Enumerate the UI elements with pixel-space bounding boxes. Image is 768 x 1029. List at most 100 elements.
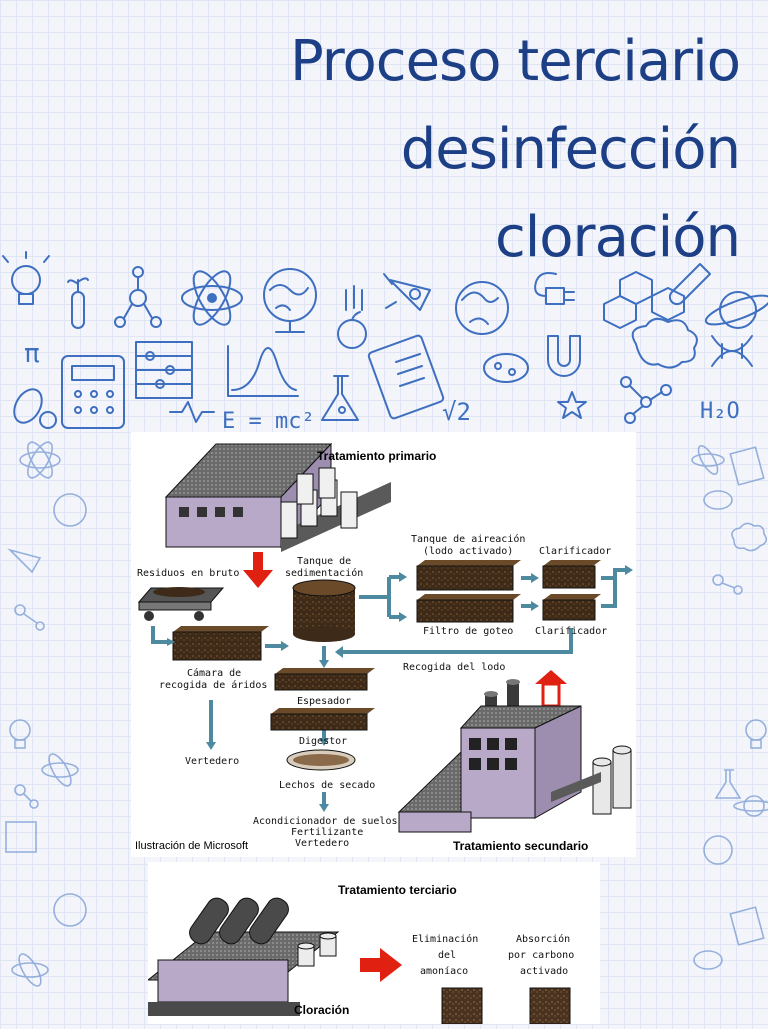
lightbulb-icon xyxy=(2,251,50,305)
digester-label: Digestor xyxy=(299,736,347,747)
secondary-treatment-header: Tratamiento secundario xyxy=(453,839,588,853)
clarifier-bottom-label: Clarificador xyxy=(535,626,607,637)
atom-icon xyxy=(11,953,49,987)
tertiary-diagram: Tratamiento terciario Eliminación del am… xyxy=(146,883,574,1025)
atom-icon xyxy=(181,270,243,326)
primary-treatment-header: Tratamiento primario xyxy=(317,449,436,463)
carbon-label-3: activado xyxy=(520,966,568,977)
title-line-3: cloración xyxy=(494,205,741,270)
ammonia-label-3: amoníaco xyxy=(420,965,468,977)
document-icon xyxy=(729,906,765,946)
water-formula: H₂O xyxy=(700,399,740,424)
brain-icon xyxy=(731,522,768,552)
brain-icon xyxy=(631,317,698,369)
planet-icon xyxy=(704,291,768,329)
science-doodle-band: π E = mc² √2 H₂O xyxy=(2,251,768,434)
flow-arrowheads xyxy=(167,565,633,812)
thickener-label: Espesador xyxy=(297,696,351,707)
carbon-absorption-column xyxy=(529,987,571,1025)
sludge-return-arrow xyxy=(535,670,567,708)
drying-beds-label: Lechos de secado xyxy=(279,780,375,791)
molecule-icon xyxy=(712,574,743,595)
right-doodles xyxy=(691,445,768,970)
clarifier-bottom xyxy=(542,594,601,621)
page-title: Proceso terciario desinfección cloración xyxy=(20,18,741,282)
soil-conditioner-label: Acondicionador de suelos xyxy=(253,816,398,827)
carbon-label-2: por carbono xyxy=(508,950,574,961)
rocket-icon xyxy=(7,548,42,574)
globe-icon xyxy=(263,268,317,333)
hexagon-molecule-icon xyxy=(603,271,685,329)
grit-chamber-label-2: recogida de áridos xyxy=(159,679,267,691)
abacus-icon xyxy=(135,341,193,399)
clarifier-top xyxy=(542,560,601,589)
magnet-icon xyxy=(547,335,581,377)
sedimentation-label-2: sedimentación xyxy=(285,567,363,579)
grit-chamber xyxy=(172,626,269,661)
document-icon xyxy=(729,446,765,486)
aeration-tank xyxy=(416,560,521,591)
plug-icon xyxy=(534,272,575,305)
abacus-icon xyxy=(5,821,37,853)
treatment-diagram: Tratamiento primario Residuos en bruto T… xyxy=(135,442,633,853)
sedimentation-tank xyxy=(292,579,356,642)
flask-icon xyxy=(321,375,359,421)
ammonia-removal-column xyxy=(441,987,483,1025)
rocket-icon xyxy=(383,273,431,311)
aeration-label-1: Tanque de aireación xyxy=(411,533,525,545)
molecule-icon xyxy=(114,266,162,328)
treatment-diagram-panel: Tratamiento primario Residuos en bruto T… xyxy=(131,432,636,857)
lightbulb-icon xyxy=(9,719,31,749)
test-tube-plant-icon xyxy=(67,277,89,329)
title-line-2: desinfección xyxy=(400,117,741,182)
falling-apple-icon xyxy=(337,285,367,349)
calculator-icon xyxy=(61,355,125,429)
left-doodles xyxy=(5,441,87,987)
tertiary-treatment-header: Tratamiento terciario xyxy=(338,883,457,897)
einstein-formula: E = mc² xyxy=(222,409,315,434)
digester xyxy=(270,708,375,731)
aeration-label-2: (lodo activado) xyxy=(423,546,513,557)
landfill-label: Vertedero xyxy=(185,756,239,767)
world-map-icon xyxy=(455,281,509,335)
thickener xyxy=(274,668,375,691)
test-tube-icon xyxy=(668,263,711,306)
tertiary-diagram-panel: Tratamiento terciario Eliminación del am… xyxy=(146,862,600,1025)
primary-treatment-building xyxy=(164,442,391,552)
heartbeat-line-icon xyxy=(169,401,215,423)
illustration-credit: Ilustración de Microsoft xyxy=(135,840,248,852)
star-icon xyxy=(557,391,587,419)
tertiary-flow-arrow xyxy=(360,948,402,982)
carbon-label-1: Absorción xyxy=(516,933,570,945)
microbe-icon xyxy=(483,353,529,383)
microbe-icon xyxy=(703,490,733,510)
ammonia-label-1: Eliminación xyxy=(412,933,478,945)
landfill-label-2: Vertedero xyxy=(295,838,349,849)
clarifier-top-label: Clarificador xyxy=(539,546,611,557)
title-line-1: Proceso terciario xyxy=(289,29,741,94)
dna-icon xyxy=(711,335,753,367)
inflow-arrow xyxy=(243,552,273,588)
trickling-filter-label: Filtro de goteo xyxy=(423,626,513,637)
fertilizer-label: Fertilizante xyxy=(291,827,363,838)
planet-icon xyxy=(733,795,768,817)
globe-icon xyxy=(53,493,87,527)
trickling-filter xyxy=(416,594,521,623)
molecule-icon xyxy=(14,604,45,631)
document-icon xyxy=(367,334,445,420)
secondary-treatment-building xyxy=(397,679,632,833)
raw-waste-label: Residuos en bruto xyxy=(137,568,239,579)
drying-bed xyxy=(286,749,356,771)
root-formula: √2 xyxy=(442,398,471,426)
molecule-icon xyxy=(14,784,39,809)
sludge-collection-label: Recogida del lodo xyxy=(403,662,505,673)
atom-icon xyxy=(691,445,725,475)
network-icon xyxy=(620,376,672,424)
globe-icon xyxy=(703,835,733,865)
atom-icon xyxy=(19,441,61,479)
globe-icon xyxy=(53,893,87,927)
raw-waste-cart xyxy=(137,587,225,621)
sedimentation-label-1: Tanque de xyxy=(297,556,351,567)
pi-symbol: π xyxy=(24,339,40,369)
pills-icon xyxy=(13,388,57,429)
